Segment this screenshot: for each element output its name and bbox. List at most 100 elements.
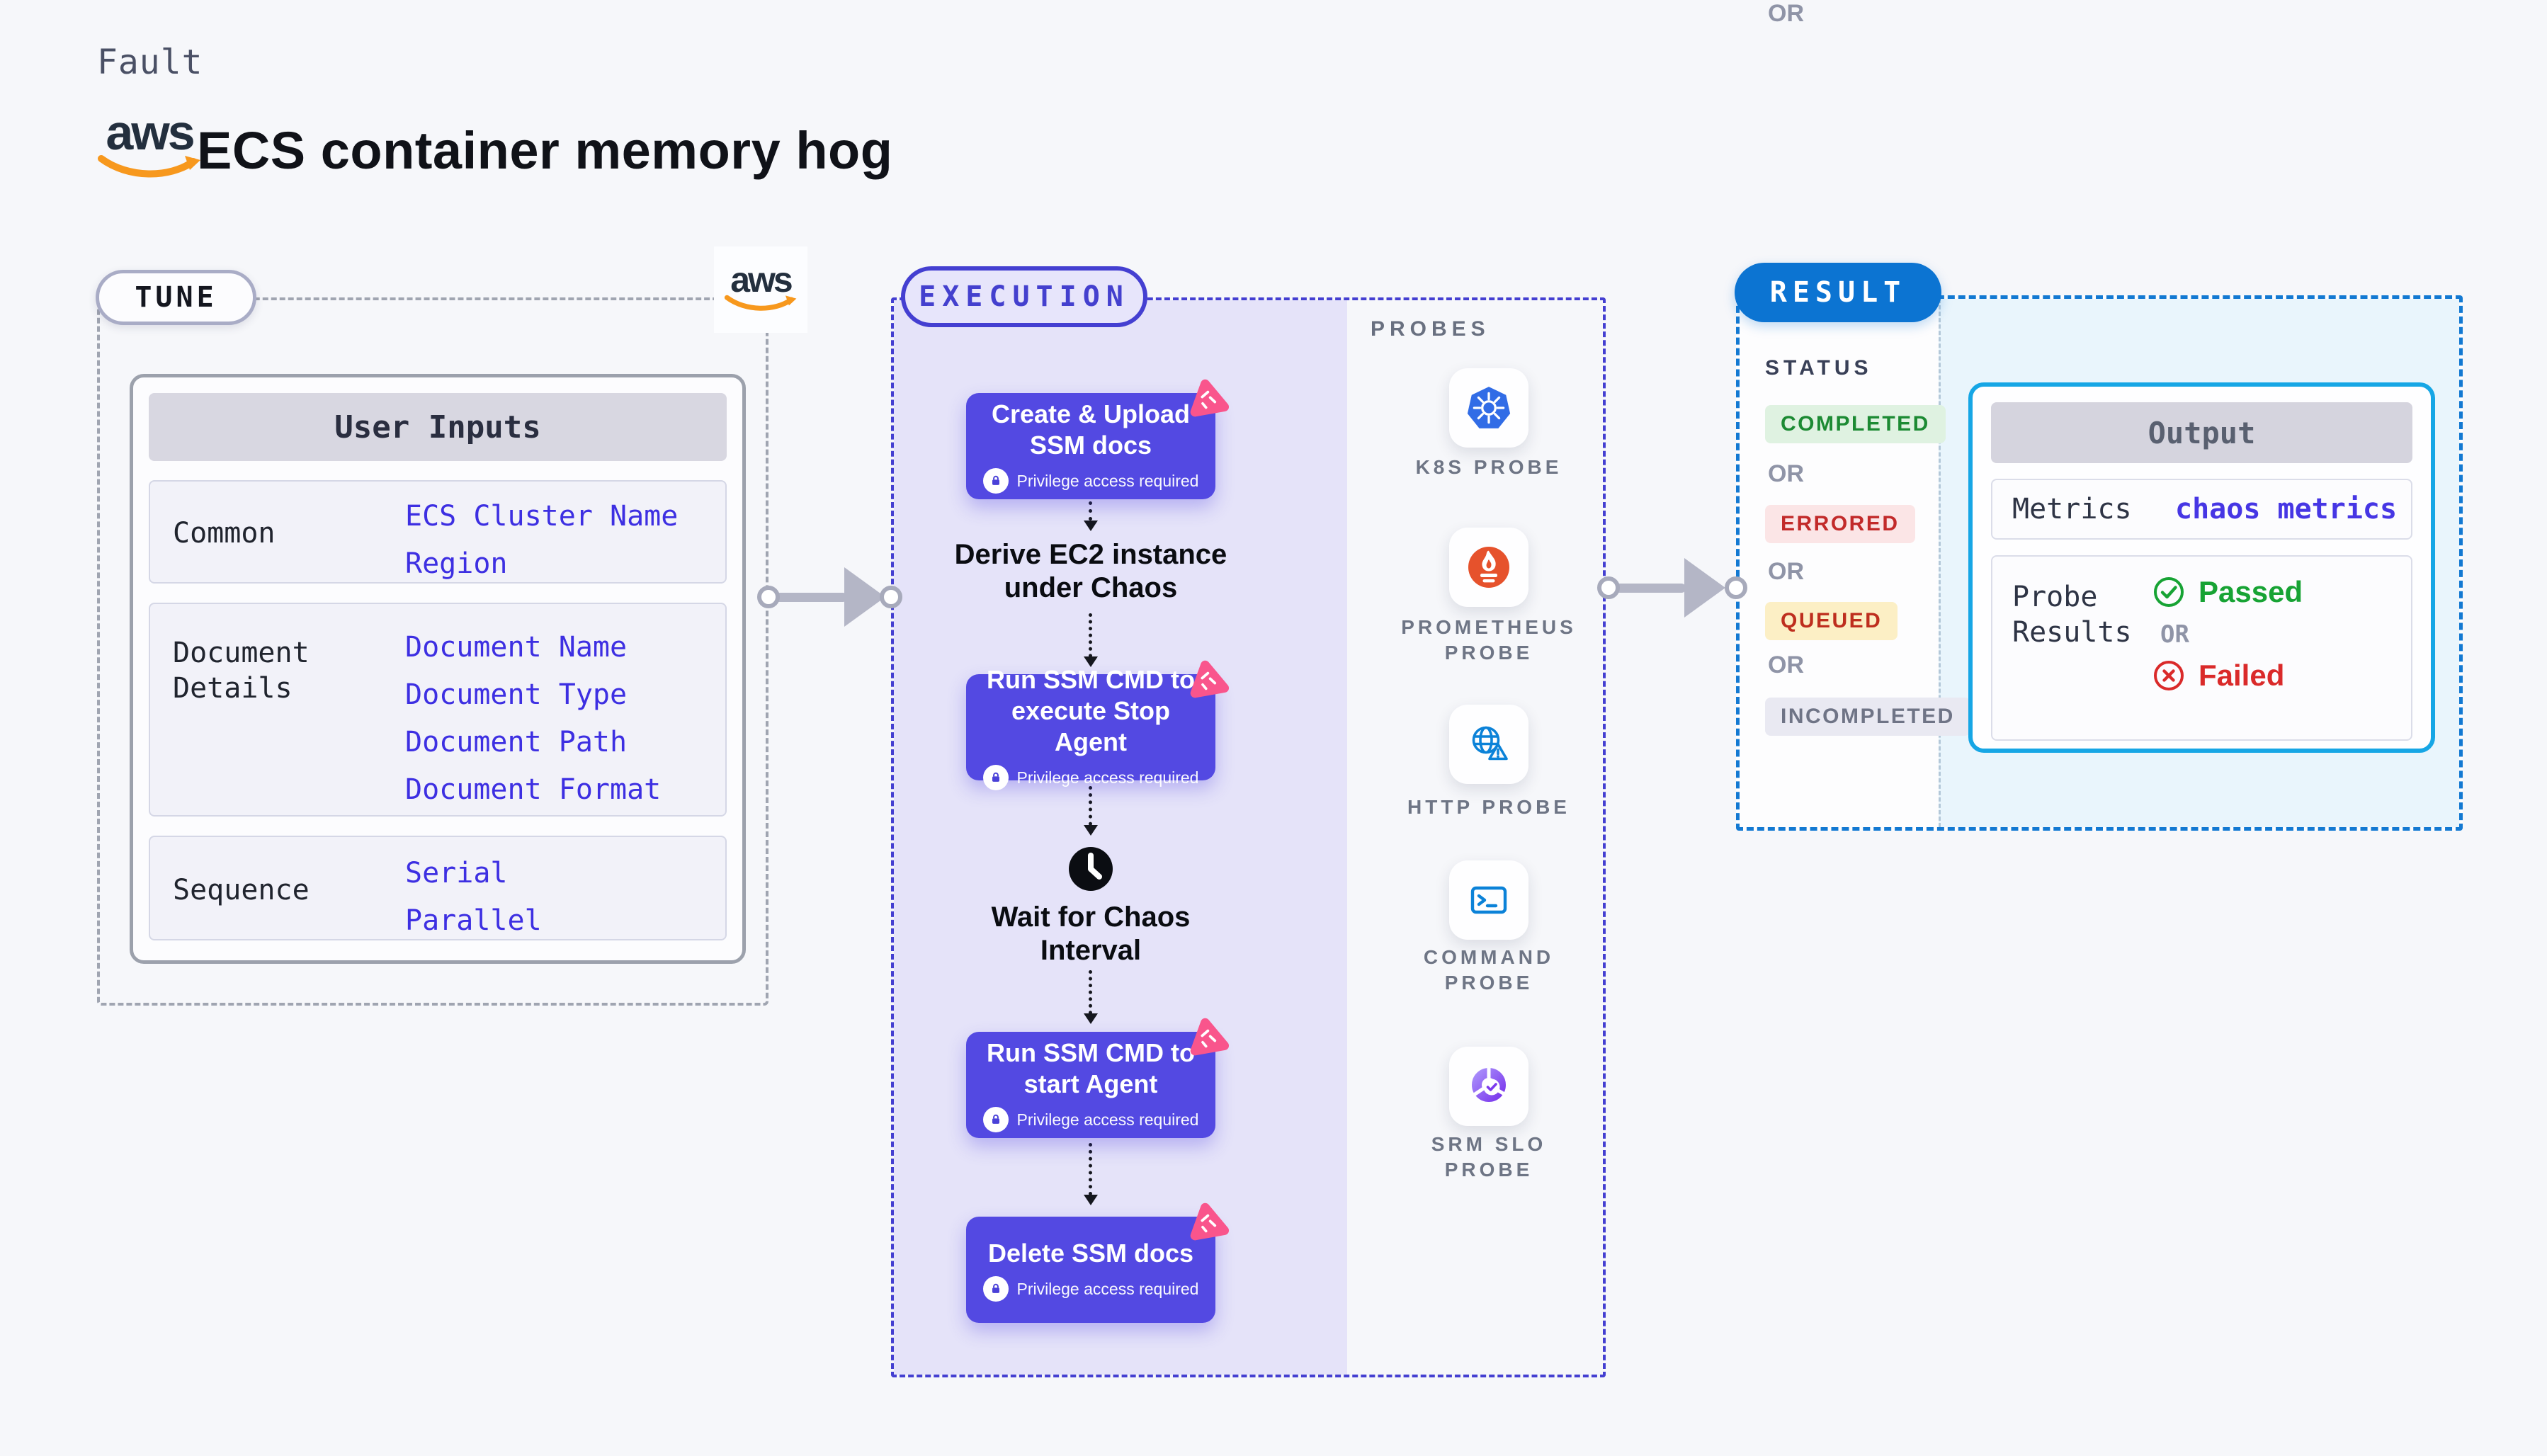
status-badge-completed: COMPLETED: [1765, 405, 1946, 443]
execution-to-result-arrow-line: [1615, 584, 1686, 593]
or-separator: OR: [1768, 460, 1804, 487]
chaos-experiment-icon: [1190, 379, 1230, 417]
probe-label-k8s: K8S PROBE: [1415, 456, 1562, 478]
or-separator: OR: [1768, 558, 1804, 585]
probes-section-label: PROBES: [1371, 317, 1490, 341]
output-card: Output Metrics chaos metrics Probe Resul…: [1968, 382, 2435, 753]
user-inputs-header: User Inputs: [149, 393, 727, 461]
probe-tile-command[interactable]: [1449, 860, 1528, 940]
metrics-label: Metrics: [2012, 493, 2132, 525]
user-inputs-row-sequence: Sequence Serial Parallel: [149, 836, 727, 940]
execution-panel: [891, 297, 1606, 1377]
status-badge-errored: ERRORED: [1765, 505, 1915, 543]
passed-label: Passed: [2199, 575, 2303, 608]
status-badge-queued: QUEUED: [1765, 602, 1898, 640]
chaos-experiment-icon: [1190, 660, 1230, 698]
step-title: Delete SSM docs: [987, 1239, 1194, 1268]
user-inputs-row-document-details: Document Details Document Name Document …: [149, 603, 727, 817]
input-link-region[interactable]: Region: [405, 547, 508, 580]
connector-dot: [880, 586, 902, 608]
step-card-delete-ssm-docs[interactable]: Delete SSM docs Privilege access require…: [966, 1202, 1230, 1323]
aws-logo-text: aws: [106, 105, 195, 160]
aws-logo-patch: aws: [714, 246, 807, 333]
wait-for-chaos-interval-label: Wait for Chaos Interval: [991, 902, 1191, 966]
or-separator: OR: [1768, 652, 1804, 678]
derive-ec2-step-label: Derive EC2 instance under Chaos: [954, 539, 1227, 603]
chaos-metrics-link[interactable]: chaos metrics: [2175, 493, 2398, 525]
privilege-note: Privilege access required: [1016, 1110, 1199, 1129]
step-title: Run SSM CMD to execute Stop Agent: [987, 665, 1195, 756]
chaos-experiment-icon: [1190, 1018, 1230, 1056]
aws-swoosh-icon: [724, 295, 797, 311]
metrics-row: Metrics chaos metrics: [1991, 479, 2412, 540]
probe-results-label: Probe Results: [2012, 581, 2132, 649]
step-title: Create & Upload SSM docs: [991, 399, 1191, 460]
tune-panel: [97, 297, 768, 1006]
flow-connector-arrow: [1084, 786, 1098, 836]
input-link-document-format[interactable]: Document Format: [405, 773, 662, 806]
user-inputs-card: User Inputs Common ECS Cluster Name Regi…: [130, 374, 746, 964]
flow-connector-arrow: [1084, 970, 1098, 1024]
aws-swoosh-icon: [98, 154, 200, 177]
fault-eyebrow: Fault: [97, 42, 203, 82]
row-label: Common: [173, 517, 276, 550]
input-link-serial[interactable]: Serial: [405, 857, 508, 889]
probe-tile-k8s[interactable]: [1449, 368, 1528, 448]
failed-label: Failed: [2199, 659, 2285, 692]
kubernetes-icon: [1467, 387, 1511, 428]
step-card-run-ssm-cmd-stop-agent[interactable]: Run SSM CMD to execute Stop Agent Privil…: [966, 660, 1230, 790]
passed-check-icon: [2154, 577, 2184, 607]
probe-tile-prometheus[interactable]: [1449, 528, 1528, 607]
probe-tile-srm-slo[interactable]: [1449, 1047, 1528, 1126]
input-link-document-name[interactable]: Document Name: [405, 631, 628, 664]
result-badge: RESULT: [1735, 263, 1941, 322]
step-card-run-ssm-cmd-start-agent[interactable]: Run SSM CMD to start Agent Privilege acc…: [966, 1018, 1230, 1138]
row-label: Sequence: [173, 874, 310, 906]
privilege-note: Privilege access required: [1016, 1279, 1199, 1298]
chaos-experiment-icon: [1190, 1202, 1230, 1241]
prometheus-icon: [1468, 547, 1509, 588]
wait-clock-icon: [1067, 846, 1114, 896]
failed-x-icon: [2154, 661, 2184, 690]
srm-slo-gauge-icon: [1472, 1067, 1506, 1102]
input-link-ecs-cluster-name[interactable]: ECS Cluster Name: [405, 500, 679, 533]
tune-badge: TUNE: [96, 270, 256, 325]
flow-connector-arrow: [1084, 501, 1098, 531]
probe-label-srm-slo: SRM SLO PROBE: [1431, 1133, 1547, 1181]
status-section-label: STATUS: [1765, 356, 1873, 380]
connector-dot: [1725, 576, 1747, 599]
flow-connector-arrow: [1084, 1143, 1098, 1205]
lock-icon: [982, 765, 1009, 790]
lock-icon: [982, 1107, 1009, 1132]
probe-results-row: Probe Results Passed OR Failed: [1991, 555, 2412, 741]
output-header: Output: [1991, 402, 2412, 463]
row-label: Document Details: [173, 637, 310, 705]
aws-logo: aws: [96, 105, 203, 183]
lock-icon: [982, 468, 1009, 494]
user-inputs-row-common: Common ECS Cluster Name Region: [149, 480, 727, 584]
privilege-note: Privilege access required: [1016, 471, 1199, 490]
probe-label-command: COMMAND PROBE: [1423, 946, 1555, 994]
connector-dot: [1597, 576, 1620, 599]
input-link-document-path[interactable]: Document Path: [405, 726, 628, 758]
step-title: Run SSM CMD to start Agent: [987, 1038, 1195, 1098]
execution-badge: EXECUTION: [901, 266, 1147, 327]
lock-icon: [982, 1276, 1009, 1302]
input-link-document-type[interactable]: Document Type: [405, 678, 628, 711]
status-badge-incompleted: INCOMPLETED: [1765, 698, 1970, 736]
input-link-parallel[interactable]: Parallel: [405, 904, 542, 937]
or-separator: OR: [2160, 620, 2189, 649]
connector-dot: [757, 586, 780, 608]
aws-logo-text: aws: [730, 259, 793, 300]
flow-connector-arrow: [1084, 613, 1098, 667]
probe-label-prometheus: PROMETHEUS PROBE: [1401, 616, 1577, 664]
probe-tile-http[interactable]: [1449, 705, 1528, 784]
step-card-create-upload-ssm-docs[interactable]: Create & Upload SSM docs Privilege acces…: [966, 379, 1230, 499]
command-terminal-icon: [1470, 886, 1507, 914]
execution-to-result-arrowhead: [1684, 558, 1725, 618]
probe-label-http: HTTP PROBE: [1407, 796, 1570, 818]
aws-logo-small: aws: [722, 259, 799, 315]
http-globe-icon: [1472, 726, 1508, 761]
or-separator: OR: [1768, 0, 1804, 27]
tune-to-execution-arrowhead: [844, 567, 885, 627]
